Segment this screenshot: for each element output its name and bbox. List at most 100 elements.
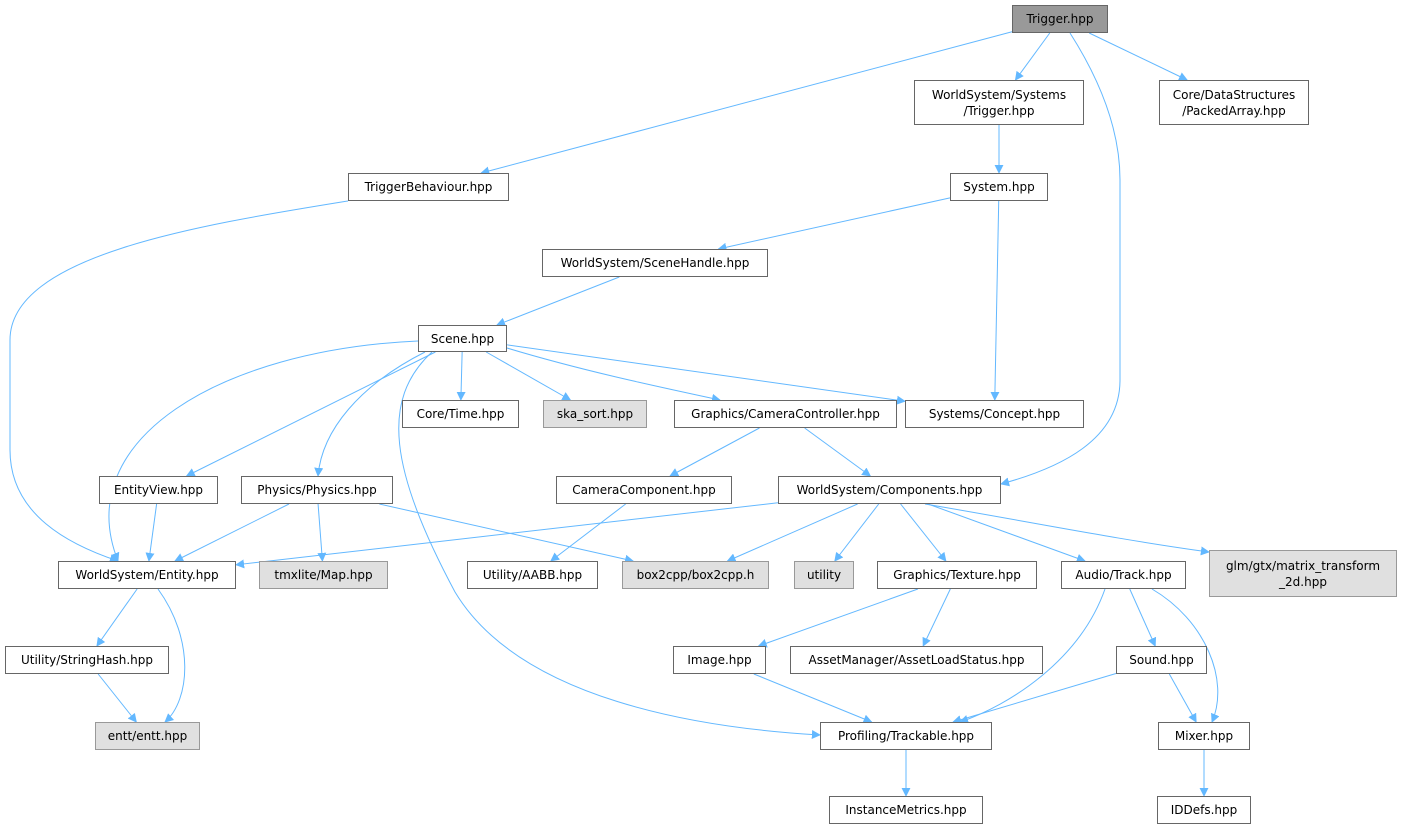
node-label: EntityView.hpp (113, 483, 204, 497)
node-entity[interactable]: WorldSystem/Entity.hpp (58, 561, 236, 589)
node-label: utility (806, 568, 842, 582)
edge-strhash-to-entt (97, 673, 137, 723)
edge-sound-to-mixer (1168, 673, 1197, 723)
node-label: Graphics/CameraController.hpp (691, 407, 880, 421)
node-label: tmxlite/Map.hpp (274, 568, 373, 582)
node-ws_trigger[interactable]: WorldSystem/Systems /Trigger.hpp (914, 80, 1084, 125)
node-trigbeh[interactable]: TriggerBehaviour.hpp (348, 173, 509, 201)
node-camcomp[interactable]: CameraComponent.hpp (556, 476, 732, 504)
node-track[interactable]: Audio/Track.hpp (1061, 561, 1186, 589)
node-metrics[interactable]: InstanceMetrics.hpp (829, 796, 983, 824)
node-trackable[interactable]: Profiling/Trackable.hpp (820, 722, 992, 750)
edge-trigger-to-components (1000, 32, 1121, 487)
node-label: ska_sort.hpp (556, 407, 634, 421)
node-label: InstanceMetrics.hpp (845, 803, 967, 817)
node-label: Trigger.hpp (1026, 12, 1094, 26)
node-label: WorldSystem/Components.hpp (796, 483, 983, 497)
node-sound[interactable]: Sound.hpp (1116, 646, 1207, 674)
edge-texture-to-image (757, 588, 919, 648)
node-label: Systems/Concept.hpp (928, 407, 1061, 421)
edge-components-to-track (927, 503, 1086, 563)
node-aabb[interactable]: Utility/AABB.hpp (467, 561, 598, 589)
edge-physics-to-tmx (317, 503, 327, 562)
edge-components-to-glm (924, 503, 1210, 556)
node-assetload[interactable]: AssetManager/AssetLoadStatus.hpp (790, 646, 1043, 674)
node-box2[interactable]: box2cpp/box2cpp.h (622, 561, 769, 589)
edge-scene-to-entity (108, 340, 419, 562)
edge-physics-to-box2 (379, 503, 635, 564)
node-label: entt/entt.hpp (107, 729, 188, 743)
edge-trigger-to-ws_trigger (1014, 32, 1051, 81)
edge-scene-to-camctrl (506, 347, 721, 403)
edge-texture-to-assetload (922, 588, 951, 647)
node-time[interactable]: Core/Time.hpp (402, 400, 519, 428)
edge-camctrl-to-camcomp (669, 427, 760, 477)
edge-track-to-mixer (1151, 588, 1220, 723)
node-label: Core/DataStructures /PackedArray.hpp (1172, 87, 1296, 118)
node-label: WorldSystem/Entity.hpp (75, 568, 219, 582)
edge-camctrl-to-components (804, 427, 872, 477)
edge-scene-to-concept (506, 344, 906, 405)
edge-sound-to-trackable (952, 673, 1117, 725)
edge-scene-to-time (456, 351, 466, 401)
node-camctrl[interactable]: Graphics/CameraController.hpp (674, 400, 897, 428)
node-label: Scene.hpp (430, 331, 495, 346)
edge-physics-to-entity (174, 503, 290, 562)
node-label: Core/Time.hpp (416, 407, 505, 421)
node-label: WorldSystem/SceneHandle.hpp (560, 256, 750, 270)
node-label: box2cpp/box2cpp.h (636, 568, 755, 582)
edge-scene-to-ska (485, 351, 572, 401)
node-entityview[interactable]: EntityView.hpp (99, 476, 218, 504)
node-mixer[interactable]: Mixer.hpp (1158, 722, 1250, 750)
node-image[interactable]: Image.hpp (673, 646, 766, 674)
node-label: Utility/AABB.hpp (482, 568, 583, 582)
node-label: Physics/Physics.hpp (257, 483, 377, 497)
edge-scene-to-physics (314, 351, 426, 477)
node-packed[interactable]: Core/DataStructures /PackedArray.hpp (1159, 80, 1309, 125)
node-label: IDDefs.hpp (1170, 803, 1238, 817)
edge-trigger-to-trigbeh (480, 31, 1013, 176)
edge-components-to-box2 (726, 503, 858, 562)
node-ska[interactable]: ska_sort.hpp (543, 400, 647, 428)
edge-components-to-utility (834, 503, 880, 562)
node-label: System.hpp (963, 180, 1035, 194)
node-glm[interactable]: glm/gtx/matrix_transform _2d.hpp (1209, 550, 1397, 597)
node-system[interactable]: System.hpp (950, 173, 1048, 201)
edge-system-to-scenehandle (717, 197, 951, 252)
edge-image-to-trackable (753, 673, 873, 724)
node-components[interactable]: WorldSystem/Components.hpp (778, 476, 1001, 504)
edge-trigbeh-to-entity (9, 200, 349, 563)
edge-components-to-texture (900, 503, 947, 562)
node-concept[interactable]: Systems/Concept.hpp (905, 400, 1084, 428)
edge-track-to-sound (1129, 588, 1157, 647)
node-scene[interactable]: Scene.hpp (418, 325, 507, 352)
node-tmx[interactable]: tmxlite/Map.hpp (259, 561, 388, 589)
edge-camcomp-to-aabb (550, 503, 626, 562)
node-label: AssetManager/AssetLoadStatus.hpp (808, 653, 1025, 667)
node-trigger[interactable]: Trigger.hpp (1012, 5, 1108, 33)
node-label: CameraComponent.hpp (572, 483, 716, 497)
node-iddefs[interactable]: IDDefs.hpp (1157, 796, 1251, 824)
node-label: Utility/StringHash.hpp (20, 653, 154, 667)
node-label: Profiling/Trackable.hpp (837, 729, 975, 743)
edge-scene-to-trackable (398, 351, 821, 740)
node-label: Mixer.hpp (1174, 729, 1234, 743)
node-strhash[interactable]: Utility/StringHash.hpp (5, 646, 169, 674)
node-physics[interactable]: Physics/Physics.hpp (241, 476, 393, 504)
node-entt[interactable]: entt/entt.hpp (95, 722, 200, 750)
node-label: glm/gtx/matrix_transform _2d.hpp (1225, 558, 1381, 589)
edge-scenehandle-to-scene (496, 276, 620, 327)
node-scenehandle[interactable]: WorldSystem/SceneHandle.hpp (542, 249, 768, 277)
edge-entity-to-entt (157, 588, 186, 723)
node-label: TriggerBehaviour.hpp (364, 180, 493, 194)
node-texture[interactable]: Graphics/Texture.hpp (877, 561, 1037, 589)
node-utility[interactable]: utility (794, 561, 854, 589)
node-label: Sound.hpp (1129, 653, 1194, 667)
edge-components-to-entity (235, 502, 779, 569)
edge-scene-to-entityview (185, 351, 436, 477)
node-label: Graphics/Texture.hpp (893, 568, 1021, 582)
edge-entityview-to-entity (145, 503, 158, 562)
edge-entity-to-strhash (96, 588, 138, 647)
node-label: Audio/Track.hpp (1075, 568, 1172, 582)
